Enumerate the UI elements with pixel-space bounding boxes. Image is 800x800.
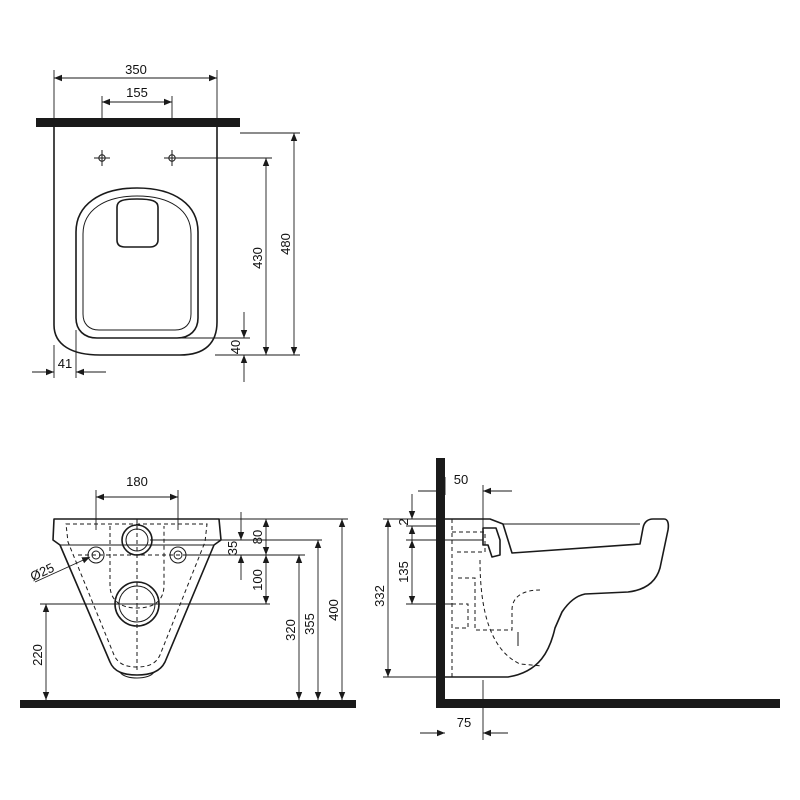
- dim-side-offset: 41: [58, 356, 72, 371]
- dim-wall-gap: 50: [454, 472, 468, 487]
- dim-bolt-diameter: Ø25: [28, 560, 57, 584]
- dim-fixing-offset: 35: [225, 541, 240, 555]
- top-view-bowl-outline: [53, 127, 218, 356]
- side-view-trap: [458, 577, 541, 631]
- dim-rim-height: 400: [326, 599, 341, 621]
- top-view: 350 155 480 430 40 41: [32, 62, 300, 382]
- dim-body-height: 332: [372, 585, 387, 607]
- dim-fixing-to-outlet: 100: [250, 569, 265, 591]
- front-view-chamber: [109, 526, 165, 609]
- dim-seat-length: 430: [250, 247, 265, 269]
- top-view-wall: [36, 118, 240, 127]
- side-view-body-outline: [445, 518, 670, 678]
- dim-front-offset: 40: [228, 340, 243, 354]
- dim-top-width: 350: [125, 62, 147, 77]
- dim-outlet-height: 220: [30, 644, 45, 666]
- dim-outlet-depth: 75: [457, 715, 471, 730]
- dim-top-step: 2: [396, 518, 411, 525]
- front-view-fixing-bolts: [78, 519, 198, 672]
- top-view-cover: [116, 198, 159, 248]
- side-view-inlet-fitting: [482, 527, 501, 558]
- side-view: 50 2 135 332 75: [372, 458, 780, 740]
- dim-inlet-height: 355: [302, 613, 317, 635]
- side-view-bowl-inner: [479, 559, 543, 667]
- top-view-seat-outer: [75, 187, 199, 339]
- side-view-outlet-pipe: [452, 603, 469, 629]
- dim-hole-spacing: 155: [126, 85, 148, 100]
- side-view-inlet-pipe: [452, 531, 486, 553]
- front-view: 180 Ø25 80 35 100 220 320 355 400: [20, 474, 356, 708]
- front-view-foot: [119, 671, 155, 679]
- top-view-fixing-holes: [94, 150, 180, 166]
- dim-fixing-height: 320: [283, 619, 298, 641]
- top-view-seat-inner: [82, 195, 192, 331]
- dim-inlet-depth: 135: [396, 561, 411, 583]
- side-view-floor: [436, 699, 780, 708]
- dim-length: 480: [278, 233, 293, 255]
- dim-fixing-spacing: 180: [126, 474, 148, 489]
- dim-top-to-fixing: 80: [250, 530, 265, 544]
- front-view-body-outline: [52, 518, 222, 676]
- front-view-floor: [20, 700, 356, 708]
- side-view-wall: [436, 458, 445, 708]
